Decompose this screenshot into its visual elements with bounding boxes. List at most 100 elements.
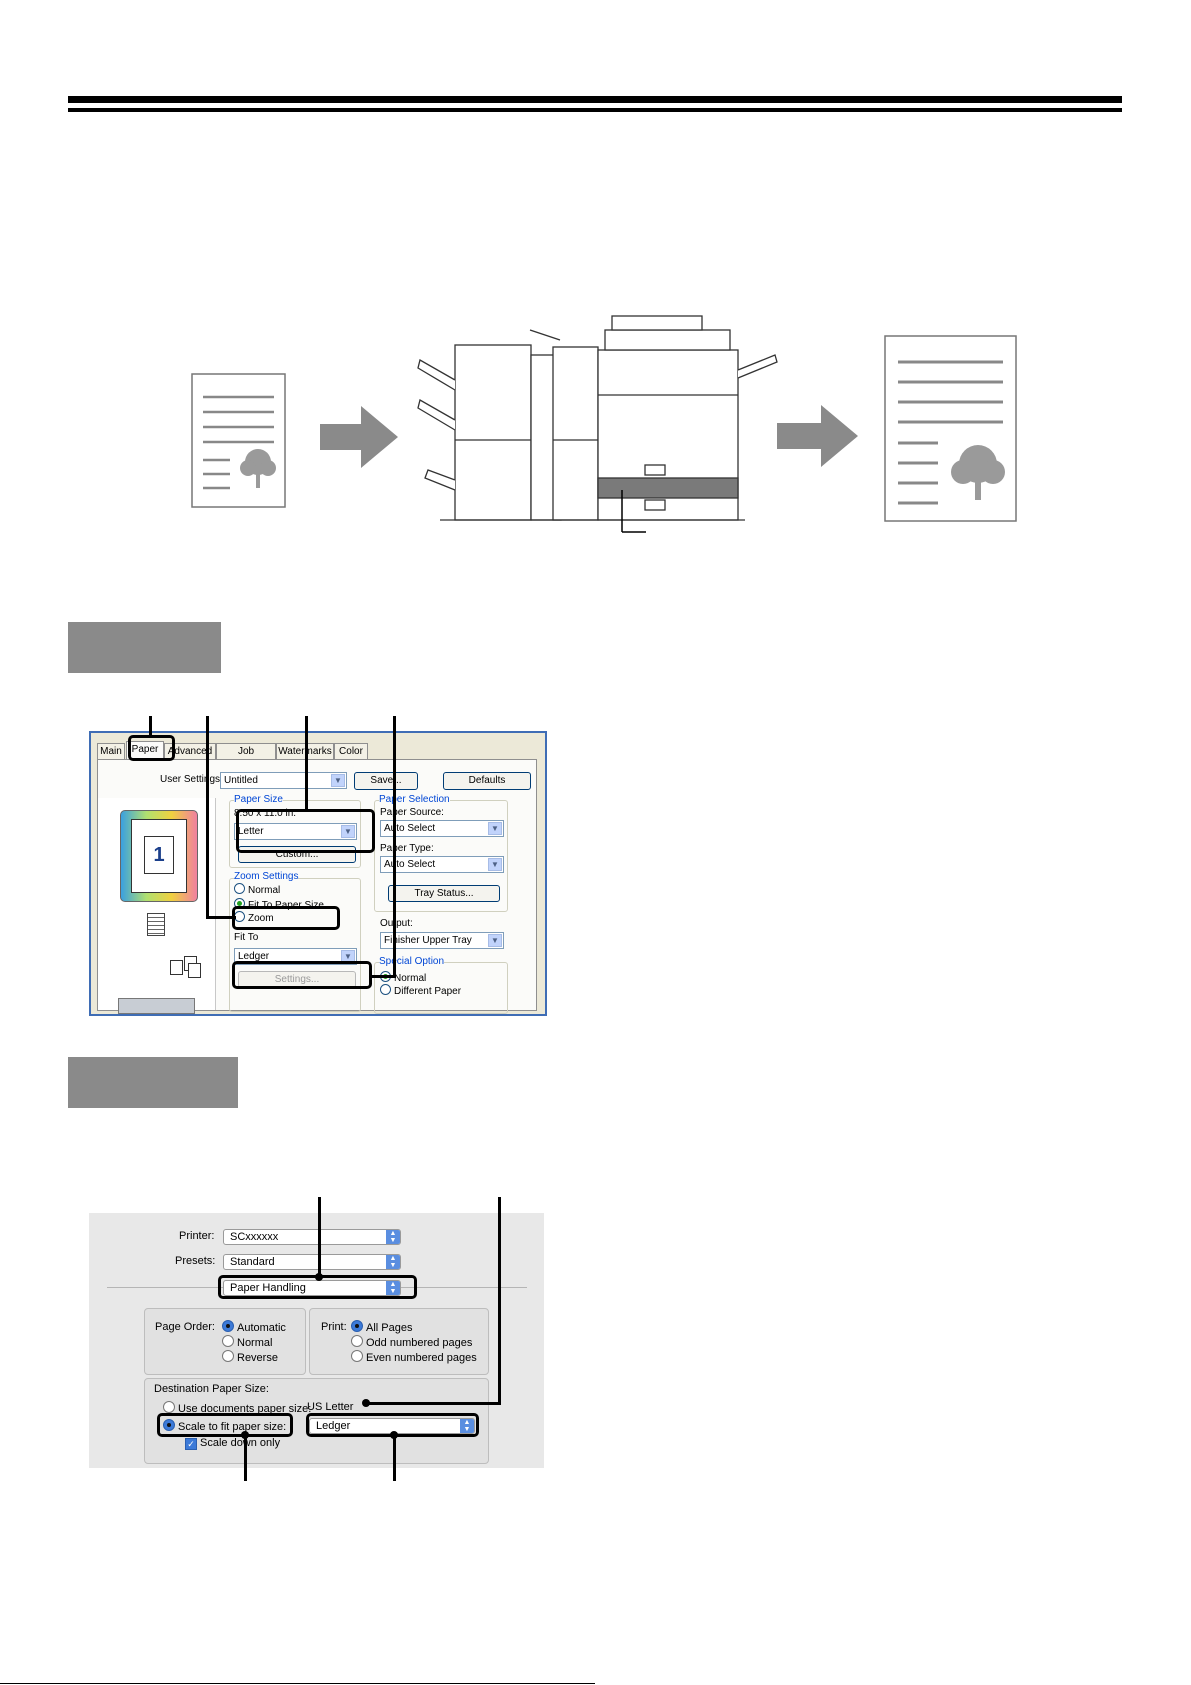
page-order-automatic-radio[interactable] <box>222 1320 234 1332</box>
page-order-normal-radio[interactable] <box>222 1335 234 1347</box>
preview-page-number: 1 <box>144 836 174 874</box>
printer-select[interactable]: SCxxxxxx ▲▼ <box>223 1229 401 1245</box>
print-pages-box <box>309 1308 489 1375</box>
print-all-pages[interactable]: All Pages <box>351 1320 412 1334</box>
tab-main[interactable]: Main <box>97 743 125 760</box>
special-different-radio[interactable] <box>380 984 391 995</box>
paper-selection-label: Paper Selection <box>379 794 450 805</box>
page-order-reverse-radio[interactable] <box>222 1350 234 1362</box>
callout-dot <box>390 1431 398 1439</box>
scale-down-only-label: Scale down only <box>200 1437 281 1449</box>
page-order-normal-label: Normal <box>237 1337 273 1349</box>
print-odd-radio[interactable] <box>351 1335 363 1347</box>
callout-leader <box>244 1437 247 1481</box>
macintosh-section-bar <box>68 1057 238 1108</box>
fit-to-select[interactable]: Ledger ▼ <box>234 948 357 965</box>
special-option-label: Special Option <box>379 956 445 967</box>
print-even-radio[interactable] <box>351 1350 363 1362</box>
print-even-pages[interactable]: Even numbered pages <box>351 1350 477 1364</box>
presets-label: Presets: <box>175 1255 216 1267</box>
zoom-settings-label: Zoom Settings <box>234 871 299 882</box>
tab-color[interactable]: Color <box>334 743 368 760</box>
save-button[interactable]: Save... <box>354 772 418 790</box>
paper-type-value: Auto Select <box>384 859 436 870</box>
updown-arrow-icon[interactable]: ▲▼ <box>386 1281 400 1295</box>
scale-to-fit-radio[interactable] <box>163 1419 175 1431</box>
print-all-radio[interactable] <box>351 1320 363 1332</box>
callout-leader <box>318 1197 321 1276</box>
page-order-reverse-label: Reverse <box>237 1352 278 1364</box>
user-settings-select[interactable]: Untitled ▼ <box>220 772 347 789</box>
callout-highlight-fit-to-paper <box>232 906 340 930</box>
callout-highlight-scale-to-fit <box>157 1413 293 1437</box>
output-value: Finisher Upper Tray <box>384 935 472 946</box>
chevron-down-icon[interactable]: ▼ <box>488 822 502 835</box>
callout-dot <box>315 1273 323 1281</box>
callout-leader <box>393 1437 396 1481</box>
paper-source-value: Auto Select <box>384 823 436 834</box>
chevron-down-icon[interactable]: ▼ <box>341 825 355 838</box>
tab-advanced[interactable]: Advanced <box>164 743 216 760</box>
print-odd-pages[interactable]: Odd numbered pages <box>351 1335 472 1349</box>
panel-select[interactable]: Paper Handling ▲▼ <box>223 1280 401 1296</box>
paper-type-select[interactable]: Auto Select ▼ <box>380 856 504 873</box>
paper-preview-frame: 1 <box>120 810 198 902</box>
callout-leader <box>206 916 236 919</box>
use-documents-size-label: Use documents paper size: <box>178 1403 312 1415</box>
callout-leader <box>305 716 308 811</box>
tab-job-handling[interactable]: Job Handling <box>216 743 276 773</box>
chevron-down-icon[interactable]: ▼ <box>488 934 502 947</box>
updown-arrow-icon[interactable]: ▲▼ <box>386 1255 400 1269</box>
enlargement-illustration <box>191 315 1017 533</box>
preview-area: 1 <box>98 798 216 1014</box>
page-order-label: Page Order: <box>155 1321 215 1333</box>
callout-leader <box>149 716 152 736</box>
callout-highlight-fit-to-select <box>232 961 372 989</box>
tab-paper[interactable]: Paper <box>126 741 164 760</box>
scale-paper-value: Ledger <box>316 1420 351 1432</box>
zoom-normal-label: Normal <box>248 885 281 896</box>
scale-down-only-option[interactable]: ✓Scale down only <box>185 1437 280 1450</box>
print-all-label: All Pages <box>366 1322 413 1334</box>
special-different-option[interactable]: Different Paper <box>380 984 461 997</box>
paper-source-label: Paper Source: <box>380 807 444 818</box>
arrow-right-icon <box>320 406 398 468</box>
chevron-down-icon[interactable]: ▼ <box>331 774 345 787</box>
chevron-down-icon[interactable]: ▼ <box>488 858 502 871</box>
presets-select[interactable]: Standard ▲▼ <box>223 1254 401 1270</box>
printer-value: SCxxxxxx <box>230 1231 279 1243</box>
printer-label: Printer: <box>179 1230 215 1242</box>
user-settings-label: User Settings: <box>160 774 223 785</box>
scale-paper-select[interactable]: Ledger ▲▼ <box>309 1418 475 1434</box>
windows-print-dialog: Main Paper Advanced Job Handling Waterma… <box>89 731 547 1016</box>
updown-arrow-icon[interactable]: ▲▼ <box>460 1419 474 1433</box>
zoom-normal-option[interactable]: Normal <box>234 883 280 896</box>
paper-size-dimensions: 8.50 x 11.0 in. <box>234 808 297 819</box>
header-rule-thin <box>68 108 1122 112</box>
paper-size-select[interactable]: Letter ▼ <box>234 823 357 840</box>
paper-source-select[interactable]: Auto Select ▼ <box>380 820 504 837</box>
page-order-reverse[interactable]: Reverse <box>222 1350 278 1364</box>
scale-down-only-checkbox[interactable]: ✓ <box>185 1438 197 1450</box>
copies-icon <box>170 956 201 978</box>
zoom-normal-radio[interactable] <box>234 883 245 894</box>
paper-type-label: Paper Type: <box>380 843 434 854</box>
fit-to-label: Fit To <box>234 932 259 943</box>
defaults-button[interactable]: Defaults <box>443 772 531 790</box>
page-order-automatic-label: Automatic <box>237 1322 286 1334</box>
panel-value: Paper Handling <box>230 1282 306 1294</box>
page-order-normal[interactable]: Normal <box>222 1335 272 1349</box>
destination-paper-label: Destination Paper Size: <box>154 1383 269 1395</box>
use-documents-size-option[interactable]: Use documents paper size: <box>163 1401 311 1415</box>
chevron-down-icon[interactable]: ▼ <box>341 950 355 963</box>
page-order-automatic[interactable]: Automatic <box>222 1320 286 1334</box>
tray-status-button[interactable]: Tray Status... <box>388 885 500 902</box>
callout-dot <box>241 1431 249 1439</box>
use-documents-size-radio[interactable] <box>163 1401 175 1413</box>
output-select[interactable]: Finisher Upper Tray ▼ <box>380 932 504 949</box>
zoom-fit-label: Fit To Paper Size <box>248 900 324 911</box>
scale-to-fit-option[interactable]: Scale to fit paper size: <box>163 1419 286 1433</box>
updown-arrow-icon[interactable]: ▲▼ <box>386 1230 400 1244</box>
mac-print-dialog: Printer: SCxxxxxx ▲▼ Presets: Standard ▲… <box>89 1213 544 1468</box>
callout-dot <box>362 1399 370 1407</box>
